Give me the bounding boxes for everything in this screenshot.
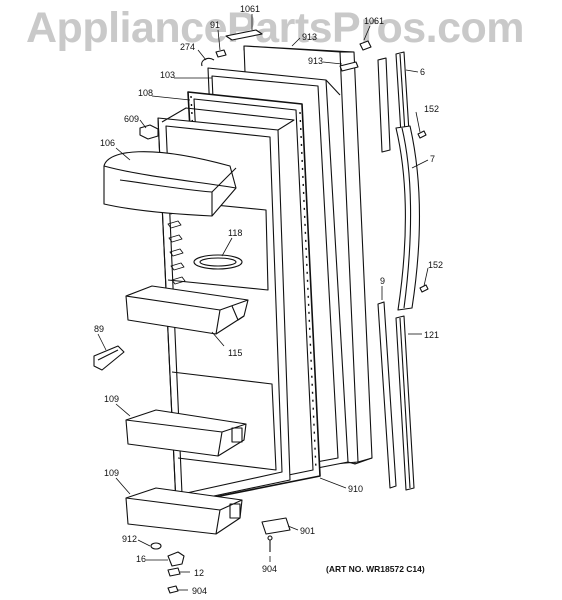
hinge-parts (201, 29, 372, 72)
screw-152-bottom (419, 284, 429, 293)
lower-door-bin-bottom (125, 487, 243, 535)
watermark: AppliancePartsPros.com (26, 4, 525, 52)
callout-91: 91 (210, 20, 220, 30)
callout-89: 89 (94, 324, 104, 334)
trim-strip-121 (395, 315, 415, 491)
door-handle (395, 125, 420, 311)
upper-dairy-bin (103, 151, 237, 217)
middle-door-bin (125, 285, 249, 335)
callout-274: 274 (180, 42, 195, 52)
part-609 (139, 124, 159, 140)
screw-152-top (417, 130, 427, 139)
part-904-lower (167, 585, 179, 594)
callout-106: 106 (100, 138, 115, 148)
callout-910: 910 (348, 484, 363, 494)
callout-913-top: 913 (302, 32, 317, 42)
callout-901: 901 (300, 526, 315, 536)
callout-118: 118 (228, 228, 242, 238)
part-904-upper (267, 535, 273, 552)
callout-1061-right: 1061 (364, 16, 384, 26)
part-89 (93, 345, 125, 371)
callout-16: 16 (136, 554, 146, 564)
trim-strip-9 (377, 301, 397, 489)
callout-121: 121 (424, 330, 439, 340)
part-912 (150, 542, 162, 550)
part-16 (167, 551, 185, 567)
callout-12: 12 (194, 568, 204, 578)
callout-108: 108 (138, 88, 153, 98)
callout-152-top: 152 (424, 104, 439, 114)
callout-904-lower: 904 (192, 586, 207, 596)
art-number: (ART NO. WR18572 C14) (326, 564, 425, 574)
part-901 (261, 517, 291, 535)
lower-door-bin-upper (125, 409, 247, 457)
callout-109-lower: 109 (104, 468, 119, 478)
callout-912: 912 (122, 534, 137, 544)
leader-lines (97, 14, 429, 591)
part-118 (193, 254, 243, 270)
callout-115: 115 (228, 348, 242, 358)
callout-9: 9 (380, 276, 385, 286)
callout-labels: 1061 91 913 274 1061 913 6 103 108 152 6… (94, 4, 443, 596)
callout-913: 913 (308, 56, 323, 66)
callout-904-upper: 904 (262, 564, 277, 574)
callout-109-upper: 109 (104, 394, 119, 404)
callout-7: 7 (430, 154, 435, 164)
callout-152-bottom: 152 (428, 260, 443, 270)
callout-6: 6 (420, 67, 425, 77)
trim-strip-1061 (377, 57, 391, 153)
callout-103: 103 (160, 70, 175, 80)
callout-609: 609 (124, 114, 139, 124)
part-12 (167, 567, 181, 577)
callout-1061-top: 1061 (240, 4, 260, 14)
